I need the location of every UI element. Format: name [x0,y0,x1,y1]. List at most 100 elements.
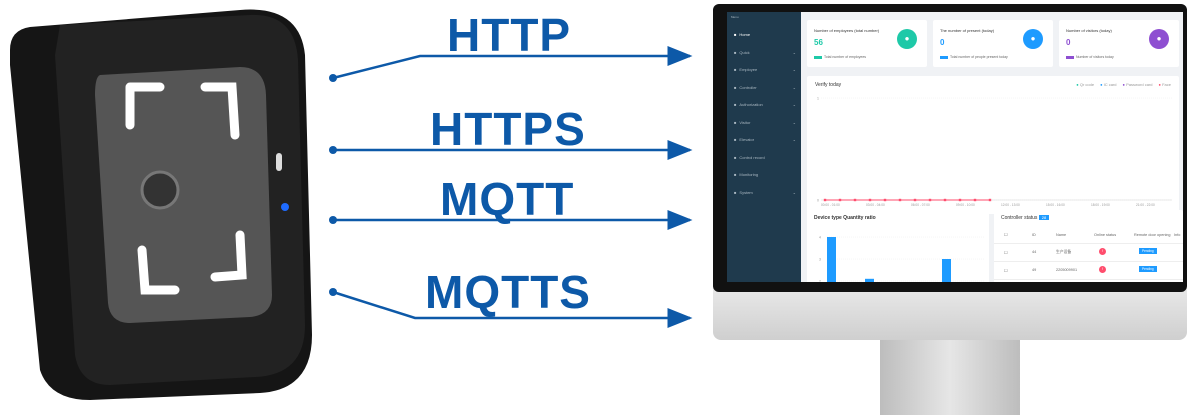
protocol-https: HTTPS [430,103,586,155]
checkbox-icon[interactable]: ☐ [1004,251,1008,255]
device-ratio-title: Device type Quantity ratio [814,215,876,221]
protocol-mqtt: MQTT [440,173,575,225]
sidebar-item-label: Controller [739,84,757,90]
chevron-down-icon: ⌄ [792,49,796,55]
legend-dot-icon: ● [1122,82,1125,87]
legend-dot-icon: ● [1158,82,1161,87]
sidebar-item-label: Monitoring [739,172,759,177]
stat-card: The number of present (today) 0 Total nu… [933,20,1053,67]
card-icon: ● [1023,29,1043,49]
cell-name: 2205009901 [1056,268,1078,272]
y-tick: 4 [819,236,821,240]
face-data-point [988,198,992,202]
checkbox-icon[interactable]: ☐ [1004,269,1008,273]
column-header: Info [1174,233,1181,237]
verify-title: Verify today [815,82,842,88]
legend-item[interactable]: ● Face [1159,82,1171,87]
remote-open-button[interactable]: Pending [1139,248,1157,254]
legend-dot-icon: ● [1100,82,1103,87]
face-data-point [853,198,857,202]
sidebar-item-label: System [739,189,753,195]
home-icon: ■ [734,32,737,37]
user-icon: ■ [734,67,737,72]
chevron-down-icon: ⌄ [792,102,796,107]
bar [827,237,836,282]
legend-label: Qr code [1079,82,1095,87]
sidebar-item-elevator[interactable]: ■Elevator⌄ [734,137,796,142]
face-data-point [973,198,977,202]
x-tick: 12:00 - 13:00 [1001,203,1020,207]
visitor-icon: ● [1149,29,1169,49]
face-data-point [823,198,827,202]
sidebar-item-control-record[interactable]: ■Control record [734,155,796,160]
qr-reader-device [10,9,312,400]
menu-title: Menu [731,15,739,19]
legend-label: IC card [1103,82,1117,87]
user-icon: ● [897,29,917,49]
legend-dot-icon: ● [1076,82,1079,87]
offline-status-icon: ! [1099,266,1106,273]
table-row[interactable]: ☐ 49 2205009901 ! Pending [994,262,1183,280]
legend-item[interactable]: ● IC card [1100,82,1116,87]
sidebar-item-label: Home [739,32,751,37]
dashboard-screen: Menu ■Home■Quick⌄■Employee⌄■Controller⌄■… [727,12,1183,282]
sidebar-item-visitor[interactable]: ■Visitor⌄ [734,120,796,125]
gear-icon: ■ [734,189,737,195]
stat-value: 0 [940,38,945,47]
sidebar-item-system[interactable]: ■System ⌄ [734,190,796,195]
protocol-mqtts: MQTTS [425,266,591,318]
device-icon: ■ [734,84,737,90]
face-data-point [928,198,932,202]
stat-card: Number of employees (total number) 56 To… [807,20,927,67]
sidebar: Menu ■Home■Quick⌄■Employee⌄■Controller⌄■… [727,12,801,282]
remote-open-button[interactable]: Pending [1139,266,1157,272]
visitor-icon: ■ [734,119,737,125]
stat-title: Number of employees (total number) [814,28,880,33]
chevron-down-icon: ⌄ [792,67,796,72]
x-tick: 18:00 - 19:00 [1091,203,1110,207]
y-tick: 1 [817,97,819,101]
stat-value: 0 [1066,38,1071,47]
sidebar-item-controller[interactable]: ■Controller ⌄ [734,85,796,90]
face-data-point [868,198,872,202]
face-data-point [898,198,902,202]
device-ratio-bar-chart: 432 [819,236,985,282]
chevron-down-icon: ⌄ [792,84,796,90]
arrow-mqtts [332,290,693,328]
cell-id: 44 [1032,250,1037,254]
stat-title: The number of present (today) [940,28,995,33]
chevron-down-icon: ⌄ [792,189,796,195]
legend-label: Face [1162,82,1171,87]
verify-today-panel: Verify today ● Qr code● IC card● Passwor… [807,76,1179,214]
x-tick: 09:00 - 10:00 [956,203,975,207]
sidebar-item-quick[interactable]: ■Quick ⌄ [734,50,796,55]
x-tick: 03:00 - 04:00 [866,203,885,207]
sidebar-item-monitoring[interactable]: ■Monitoring [734,172,796,177]
table-row[interactable]: ☐ 44 生产设备 ! Pending [994,244,1183,262]
y-tick: 0 [817,199,819,203]
legend-item[interactable]: ● Qr code [1076,82,1094,87]
record-icon: ■ [734,154,737,160]
sidebar-item-employee[interactable]: ■Employee ⌄ [734,67,796,72]
legend-item[interactable]: ● Password card [1123,82,1153,87]
sidebar-item-label: Quick [739,49,750,55]
sidebar-item-label: Employee [739,67,758,72]
column-header: ID [1032,233,1036,237]
monitor-icon: ■ [734,172,737,177]
send-icon: ■ [734,49,737,55]
sidebar-item-home[interactable]: ■Home [734,32,796,37]
monitor-chin [713,288,1187,340]
monitor-stand [880,340,1020,415]
sidebar-item-authorization[interactable]: ■Authorization⌄ [734,102,796,107]
column-header: Remote door opening [1134,233,1171,237]
x-tick: 21:00 - 22:00 [1136,203,1155,207]
checkbox-icon[interactable]: ☐ [1004,233,1008,237]
cell-name: 生产设备 [1056,250,1072,254]
column-header: Online status [1094,233,1117,237]
sidebar-item-label: Visitor [739,119,751,125]
x-tick: 06:00 - 07:00 [911,203,930,207]
